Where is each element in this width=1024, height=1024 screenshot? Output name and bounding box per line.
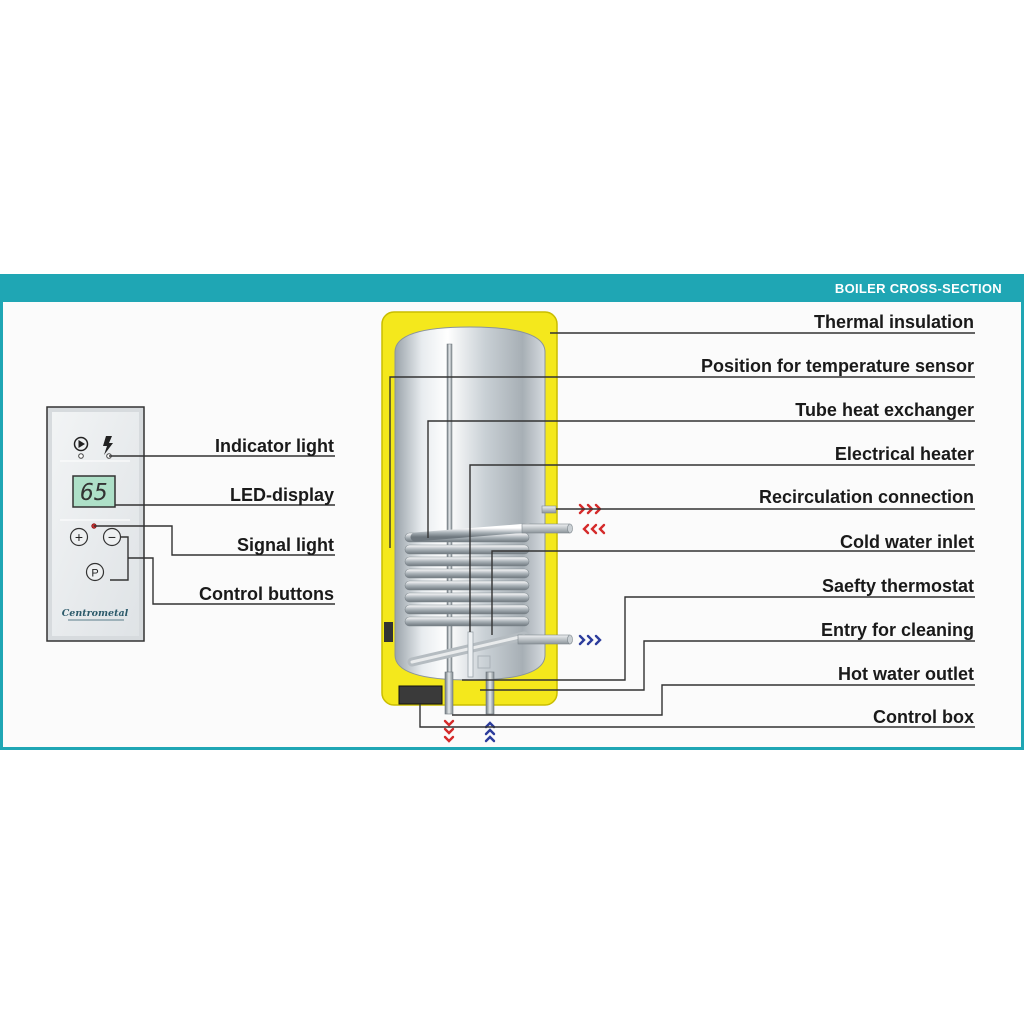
label-entry-cleaning: Entry for cleaning — [820, 620, 974, 640]
label-electrical-heater: Electrical heater — [834, 444, 974, 464]
label-safety-thermostat: Saefty thermostat — [821, 576, 974, 596]
label-control-box: Control box — [873, 707, 974, 727]
up-arrow-icon — [484, 721, 496, 743]
minus-button-label: − — [108, 529, 116, 545]
boiler — [381, 311, 573, 715]
hot-outlet-arrow-icon — [578, 634, 602, 646]
control-box — [398, 685, 443, 705]
label-cold-water-inlet: Cold water inlet — [839, 532, 974, 552]
panel-leaders — [94, 455, 335, 605]
label-tube-heat-exchanger: Tube heat exchanger — [795, 400, 974, 420]
p-button[interactable]: P — [85, 562, 105, 582]
play-icon — [73, 436, 89, 452]
safety-thermostat-block — [384, 622, 393, 642]
brand-logo: Centrometal — [62, 608, 129, 619]
label-control-buttons: Control buttons — [199, 584, 334, 604]
recirculation-pipe — [541, 505, 557, 514]
label-led-display: LED-display — [229, 485, 334, 505]
led-display-value: 65 — [80, 480, 108, 506]
down-arrow-icon — [443, 719, 455, 743]
boiler-leaders — [389, 332, 975, 728]
cold-inlet-arrow-icon — [582, 523, 606, 535]
minus-button[interactable]: − — [102, 527, 122, 547]
hot-water-pipe — [517, 634, 571, 645]
indicator-light-left — [78, 453, 84, 459]
label-temp-sensor: Position for temperature sensor — [700, 356, 974, 376]
bottom-pipe-right — [485, 671, 495, 715]
p-button-label: P — [91, 568, 98, 580]
bottom-pipe-left — [444, 671, 454, 715]
label-signal-light: Signal light — [237, 535, 334, 555]
plus-button-label: + — [75, 529, 83, 545]
label-thermal-insulation: Thermal insulation — [813, 312, 974, 332]
label-recirculation: Recirculation connection — [758, 487, 974, 507]
label-hot-water-outlet: Hot water outlet — [837, 664, 974, 684]
header-bar: BOILER CROSS-SECTION — [0, 274, 1024, 302]
header-title: BOILER CROSS-SECTION — [834, 281, 1002, 296]
control-panel: 65 + − P Centrometal — [46, 406, 145, 642]
cold-water-pipe — [521, 523, 571, 534]
led-display — [72, 475, 116, 508]
electrical-heater — [467, 631, 474, 678]
label-indicator-light: Indicator light — [215, 436, 334, 456]
lightning-icon — [103, 436, 113, 455]
plus-button[interactable]: + — [69, 527, 89, 547]
